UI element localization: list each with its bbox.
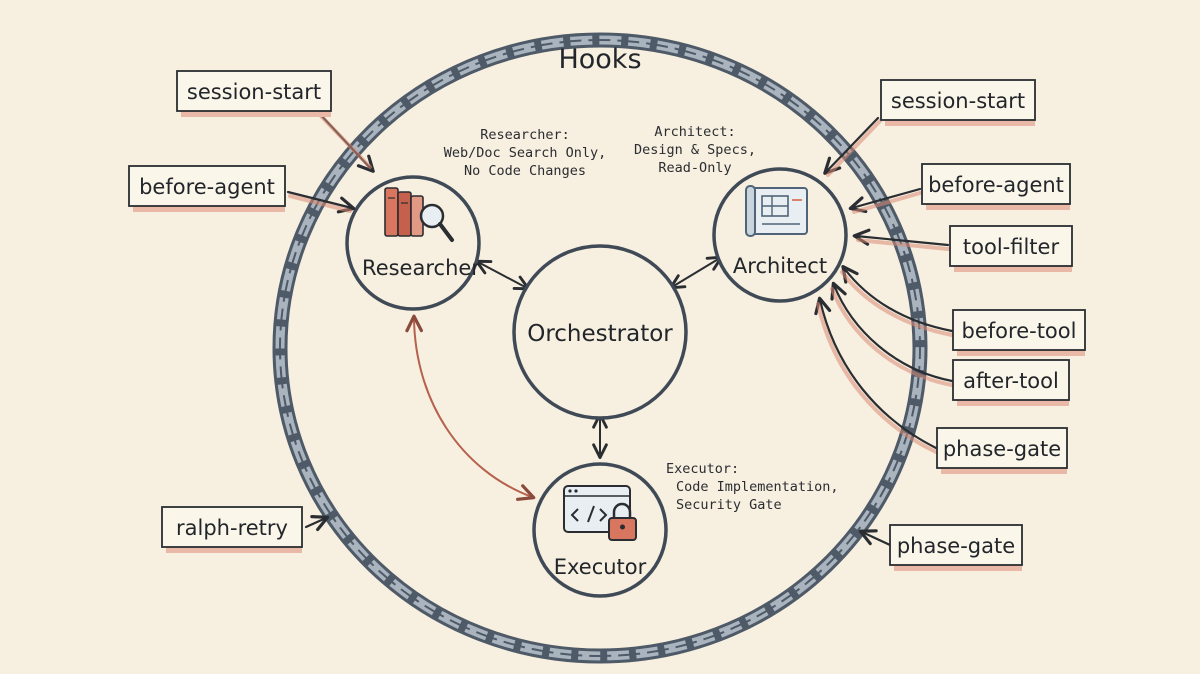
researcher-note: Researcher: Web/Doc Search Only, No Code… xyxy=(444,127,607,179)
agent-connections xyxy=(405,255,723,501)
hook-arrow xyxy=(288,194,352,213)
hook-label: before-agent xyxy=(139,175,275,199)
researcher-note-line: Researcher: xyxy=(480,127,569,143)
architect-orchestrator-connector xyxy=(669,255,723,290)
hook-label: phase-gate xyxy=(897,534,1015,558)
hook-phase-gate-upper[interactable]: phase-gate xyxy=(936,427,1068,474)
executor-note-line: Executor: xyxy=(666,461,739,477)
hook-arrow xyxy=(318,113,372,169)
hook-before-agent-right[interactable]: before-agent xyxy=(921,163,1071,210)
hook-arrow xyxy=(840,270,954,337)
hook-arrow xyxy=(852,228,950,247)
hook-label: after-tool xyxy=(963,369,1059,393)
hook-arrow xyxy=(856,238,950,251)
hook-session-start-left[interactable]: session-start xyxy=(176,70,332,117)
hook-before-tool[interactable]: before-tool xyxy=(952,309,1086,356)
architect-note-line: Read-Only xyxy=(658,160,731,176)
diagram-title: Hooks xyxy=(558,44,641,75)
hook-arrow xyxy=(826,119,882,177)
architect-note: Architect: Design & Specs, Read-Only xyxy=(634,124,756,176)
hook-arrow xyxy=(841,265,954,333)
hook-label: session-start xyxy=(187,80,321,104)
hook-arrow xyxy=(304,515,330,532)
executor-node[interactable]: Executor xyxy=(532,462,668,598)
hook-arrows xyxy=(286,110,954,547)
orchestrator-node[interactable]: Orchestrator xyxy=(512,244,688,420)
hook-label: ralph-retry xyxy=(176,516,288,540)
hook-arrow xyxy=(823,116,880,175)
hooks-chain-ring xyxy=(272,32,928,664)
hook-arrow xyxy=(286,190,356,214)
hook-ralph-retry[interactable]: ralph-retry xyxy=(161,506,303,553)
executor-label: Executor xyxy=(554,555,647,579)
hook-arrow xyxy=(830,287,954,387)
code-lock-icon xyxy=(563,485,637,541)
hook-before-agent-left[interactable]: before-agent xyxy=(128,165,286,212)
hook-label: tool-filter xyxy=(963,235,1060,259)
hook-label: before-tool xyxy=(962,319,1077,343)
architect-note-line: Design & Specs, xyxy=(634,142,756,158)
researcher-label: Researcher xyxy=(362,256,480,280)
researcher-node[interactable]: Researcher xyxy=(345,175,481,311)
hook-arrow xyxy=(858,529,892,547)
executor-note-line: Code Implementation, xyxy=(676,479,839,495)
researcher-note-line: Web/Doc Search Only, xyxy=(444,145,607,161)
hook-tool-filter[interactable]: tool-filter xyxy=(949,225,1073,272)
books-magnifier-icon xyxy=(384,187,454,242)
hook-phase-gate-lower[interactable]: phase-gate xyxy=(889,524,1023,571)
orchestrator-label: Orchestrator xyxy=(527,321,673,347)
hook-arrow xyxy=(848,187,922,214)
hook-label: session-start xyxy=(891,89,1025,113)
researcher-note-line: No Code Changes xyxy=(464,163,586,179)
hook-arrow xyxy=(852,191,922,214)
executor-note: Executor: Code Implementation, Security … xyxy=(666,461,839,513)
hook-label: phase-gate xyxy=(943,437,1061,461)
researcher-executor-connector xyxy=(405,314,536,501)
hook-arrow xyxy=(830,281,954,383)
architect-node[interactable]: Architect xyxy=(712,167,848,303)
researcher-orchestrator-connector xyxy=(475,259,530,291)
executor-note-line: Security Gate xyxy=(676,497,782,513)
architect-label: Architect xyxy=(733,254,827,278)
blueprint-icon xyxy=(745,185,808,237)
hook-session-start-right[interactable]: session-start xyxy=(880,79,1036,126)
hook-after-tool[interactable]: after-tool xyxy=(952,359,1070,406)
hook-arrow xyxy=(816,302,938,454)
hook-arrow xyxy=(814,296,938,450)
hook-label: before-agent xyxy=(928,173,1064,197)
architect-note-line: Architect: xyxy=(654,124,735,140)
